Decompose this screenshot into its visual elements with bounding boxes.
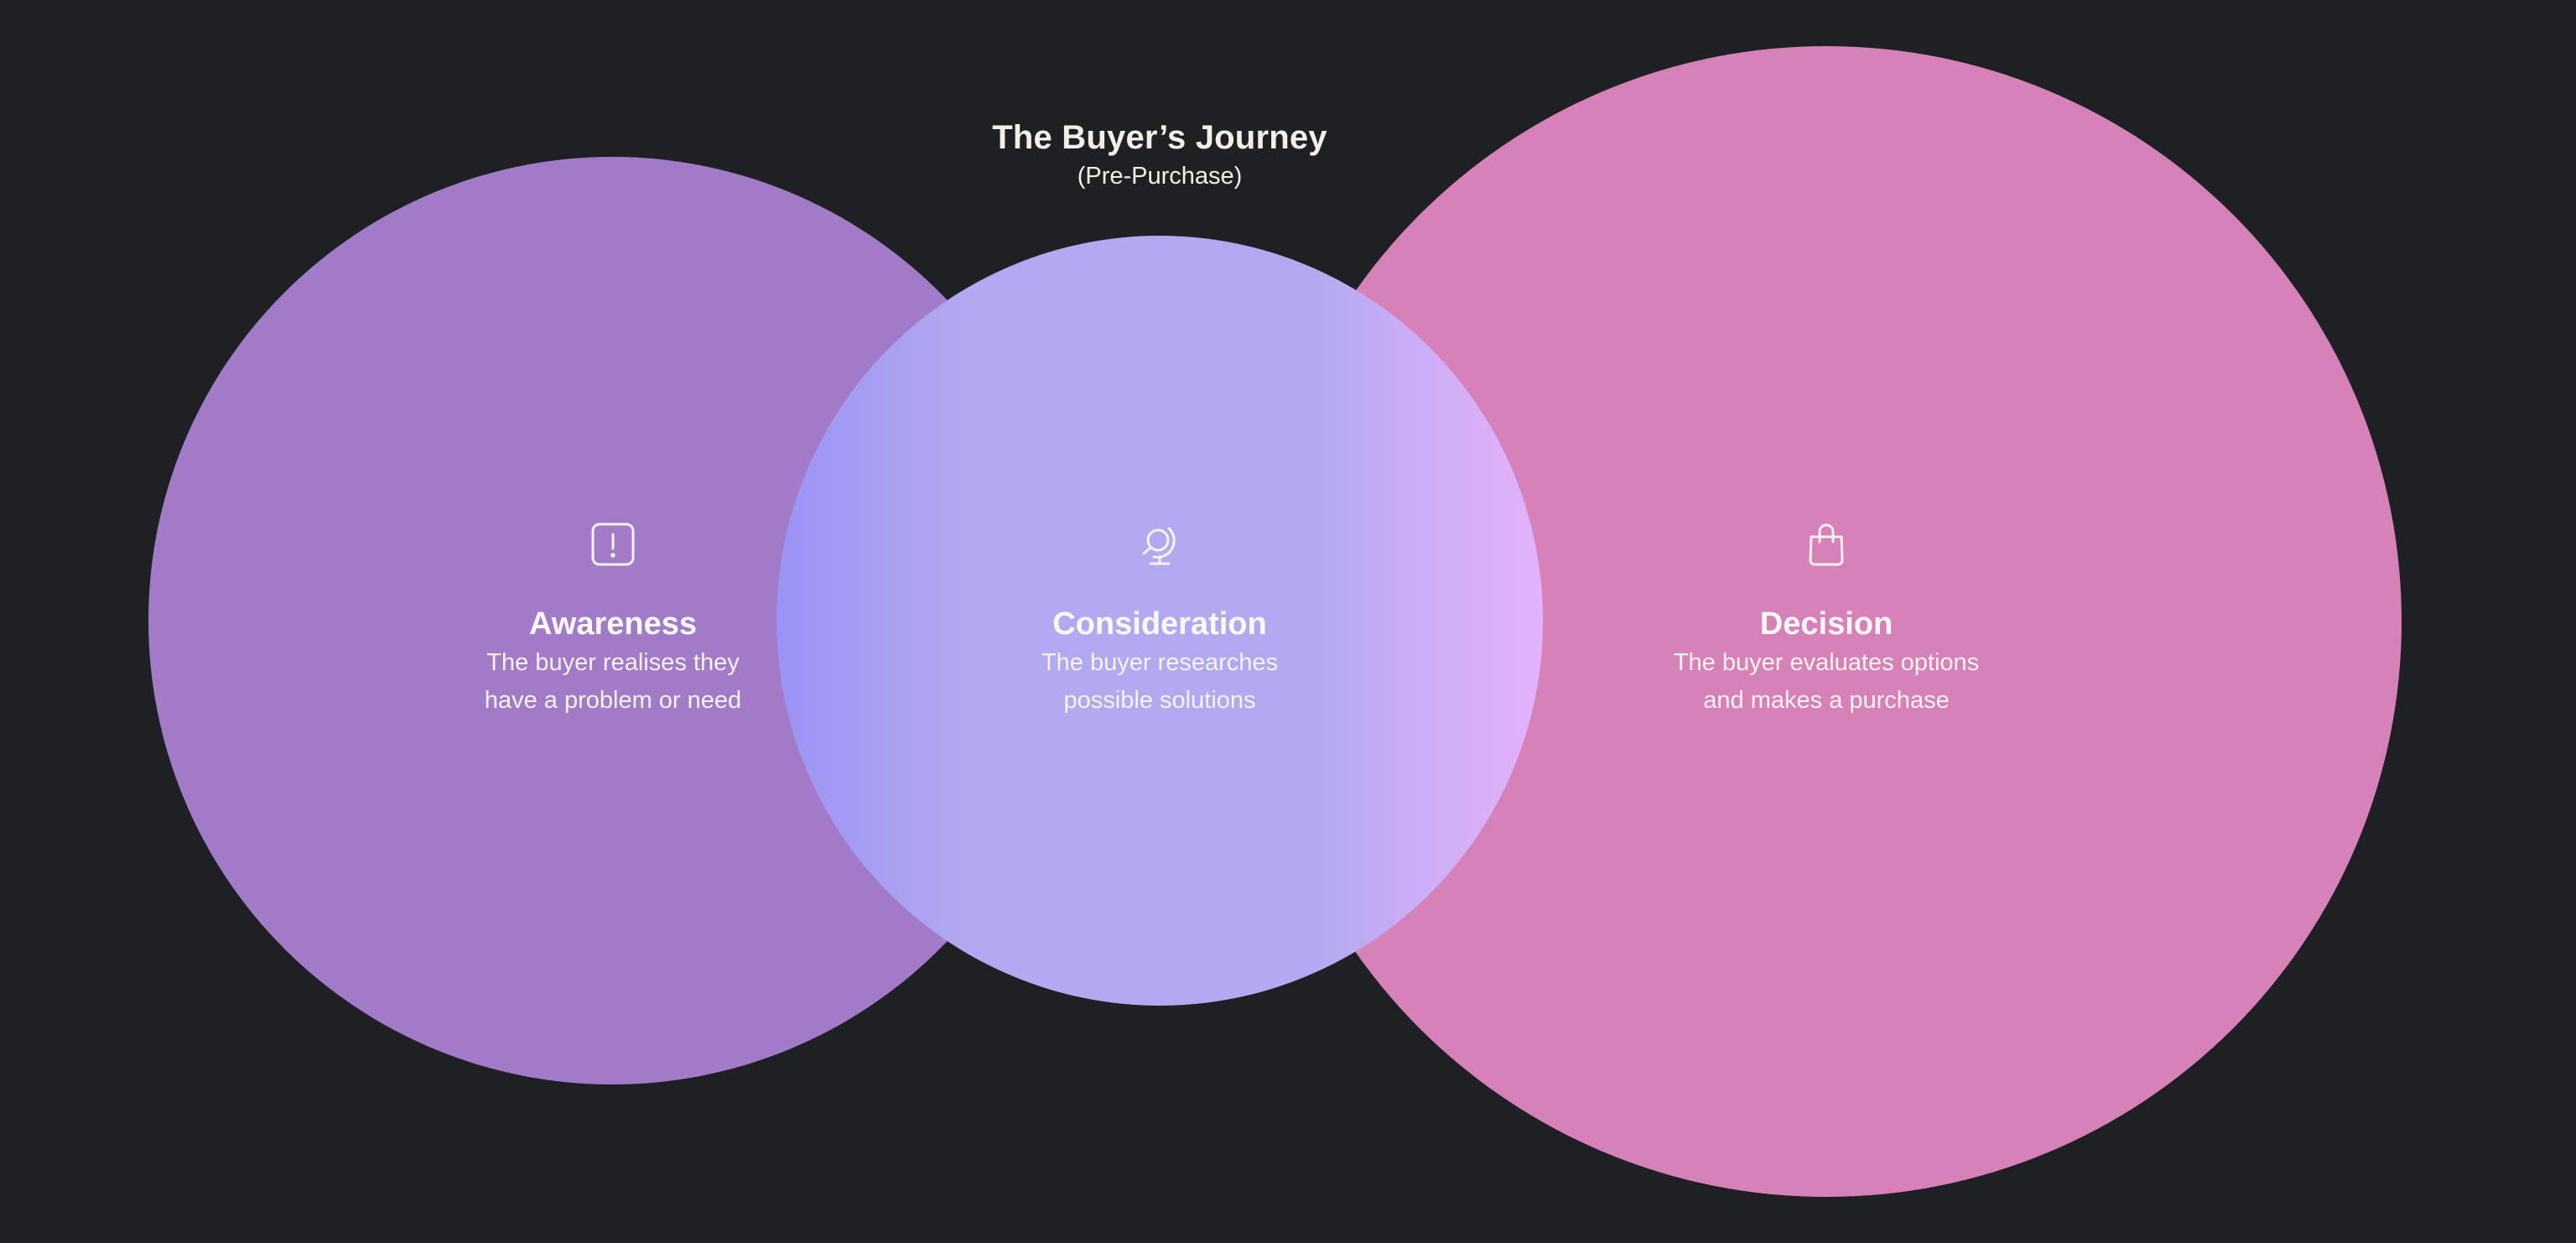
diagram-title: The Buyer’s Journey — [992, 119, 1327, 156]
stage-title: Decision — [1759, 606, 1893, 642]
stage-description: The buyer realises they have a problem o… — [395, 644, 831, 720]
stage-title: Consideration — [1052, 606, 1267, 642]
stage-description-line: have a problem or need — [484, 687, 742, 714]
globe-icon — [1137, 522, 1182, 567]
shopping-bag-icon — [1804, 522, 1849, 567]
stage-decision: Decision The buyer evaluates options and… — [1608, 522, 2044, 720]
stage-description: The buyer evaluates options and makes a … — [1608, 644, 2044, 720]
stage-consideration: Consideration The buyer researches possi… — [942, 522, 1378, 720]
stage-description-line: possible solutions — [1063, 687, 1256, 714]
stage-description: The buyer researches possible solutions — [942, 644, 1378, 720]
stage-title: Awareness — [529, 606, 697, 642]
stage-description-line: The buyer evaluates options — [1673, 649, 1980, 676]
stage-description-line: and makes a purchase — [1703, 687, 1950, 714]
diagram-subtitle: (Pre-Purchase) — [1077, 163, 1243, 190]
stage-description-line: The buyer realises they — [486, 649, 740, 676]
stage-awareness: Awareness The buyer realises they have a… — [395, 522, 831, 720]
consideration-circle — [776, 236, 1543, 1006]
stage-description-line: The buyer researches — [1041, 649, 1279, 676]
diagram-header: The Buyer’s Journey (Pre-Purchase) — [908, 117, 1411, 193]
alert-square-icon — [590, 522, 636, 567]
